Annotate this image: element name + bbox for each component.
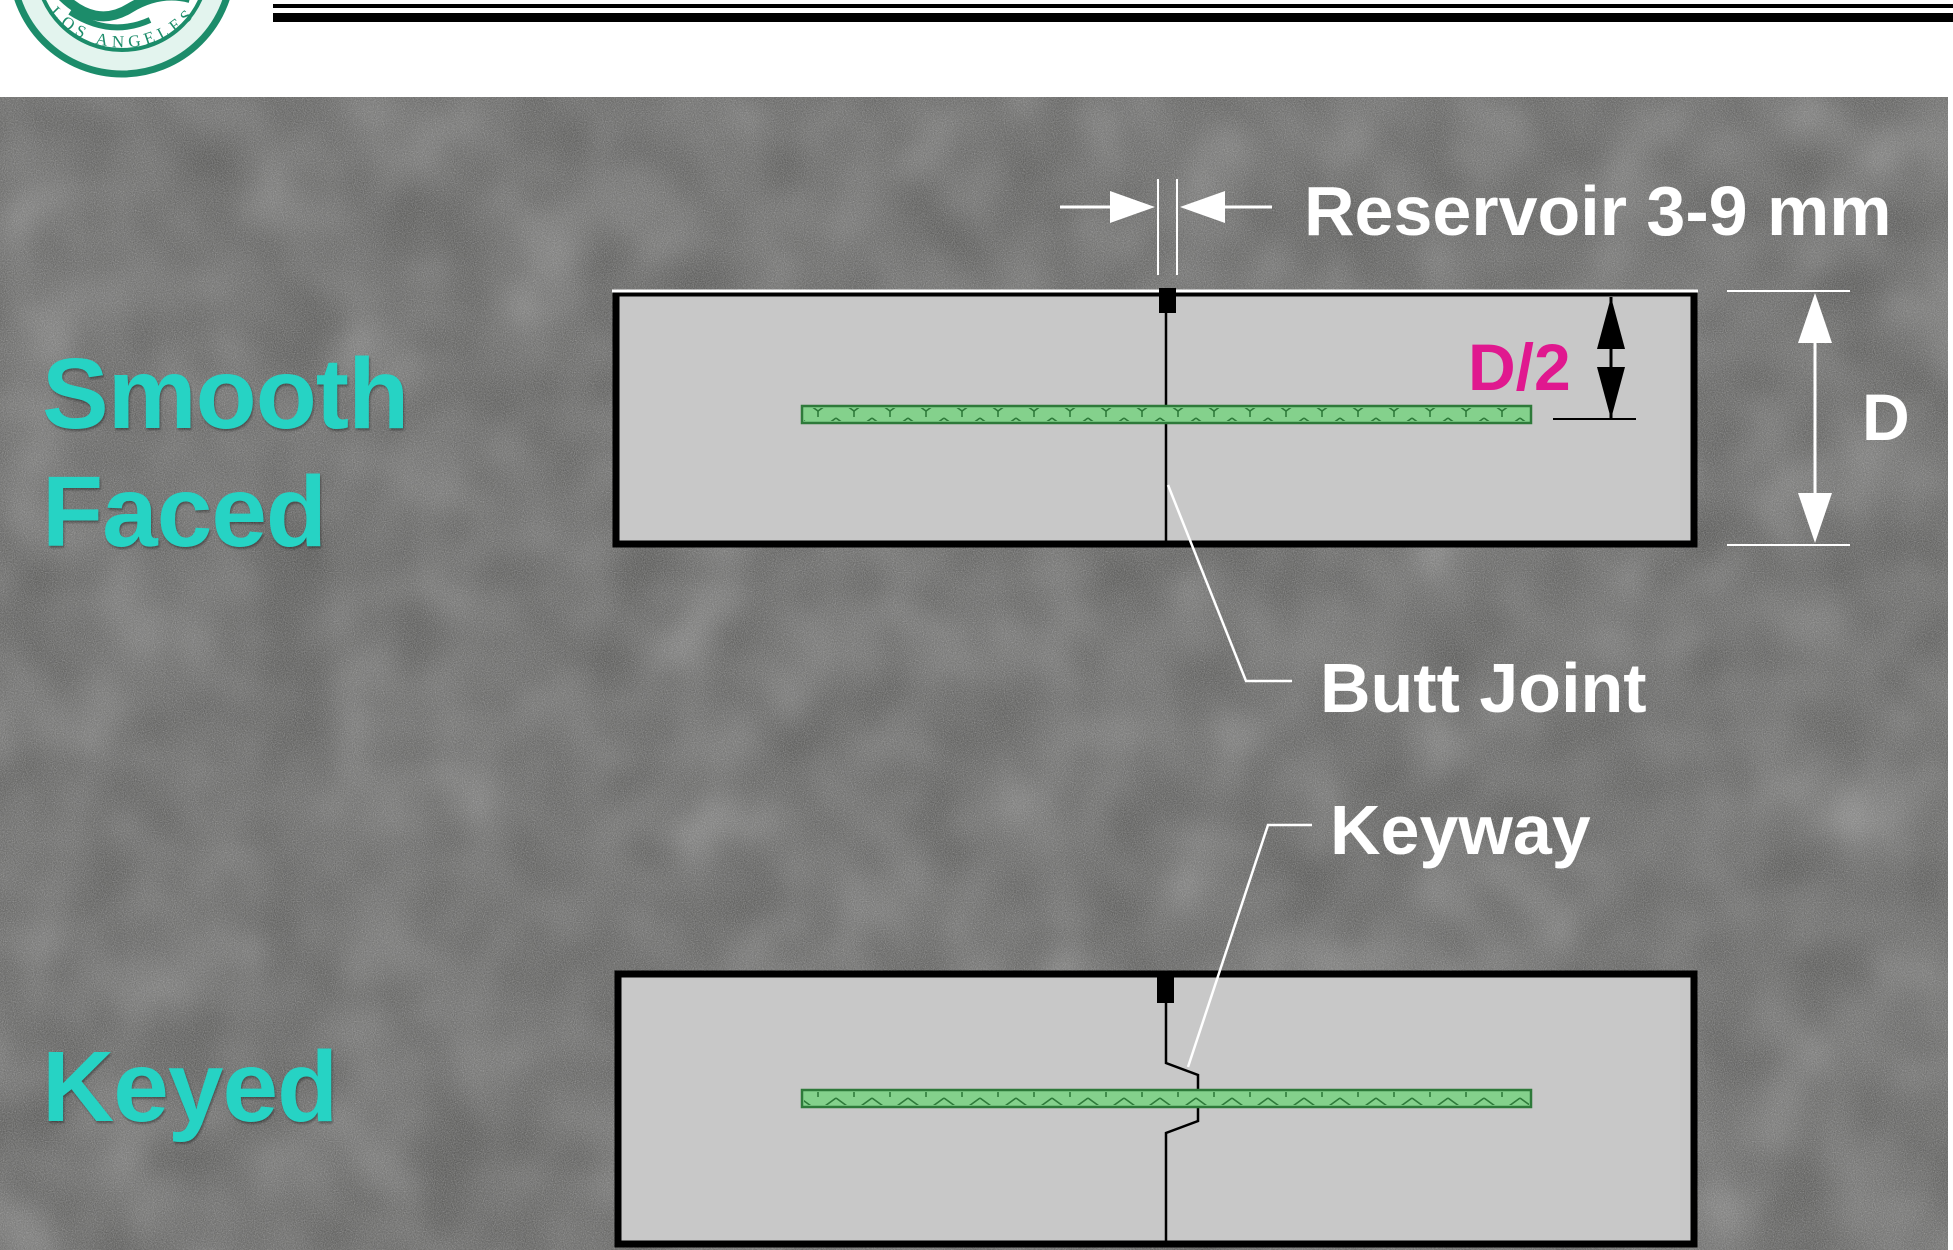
- los-angeles-seal-logo: LOS ANGELES: [14, 0, 230, 78]
- depth-dimension: [1727, 290, 1850, 546]
- half-depth-label: D/2: [1468, 330, 1571, 404]
- joint-diagram: Reservoir 3-9 mm D/2 D Butt Joint Keyway: [612, 172, 1910, 1248]
- keyway-label: Keyway: [1330, 791, 1591, 869]
- butt-joint-label: Butt Joint: [1320, 649, 1647, 727]
- reservoir-label: Reservoir 3-9 mm: [1304, 172, 1892, 250]
- keyway-leader: [1186, 823, 1312, 1068]
- header-rule-thick: [273, 13, 1953, 22]
- dowel-bar-keyed: [800, 1088, 1533, 1109]
- butt-joint-leader: [1166, 484, 1292, 683]
- keyed-label: Keyed: [42, 1031, 338, 1143]
- keyed-slab: [614, 970, 1698, 1248]
- header-rule-thin: [273, 4, 1953, 8]
- keyed-joint-sealant: [1157, 977, 1174, 1003]
- depth-label: D: [1862, 380, 1910, 454]
- dowel-bar-smooth: [800, 404, 1533, 425]
- slide-header: LOS ANGELES: [0, 0, 1953, 97]
- joint-sealant: [1159, 288, 1176, 313]
- half-depth-dimension: [1553, 297, 1636, 420]
- reservoir-dimension: [1060, 179, 1272, 275]
